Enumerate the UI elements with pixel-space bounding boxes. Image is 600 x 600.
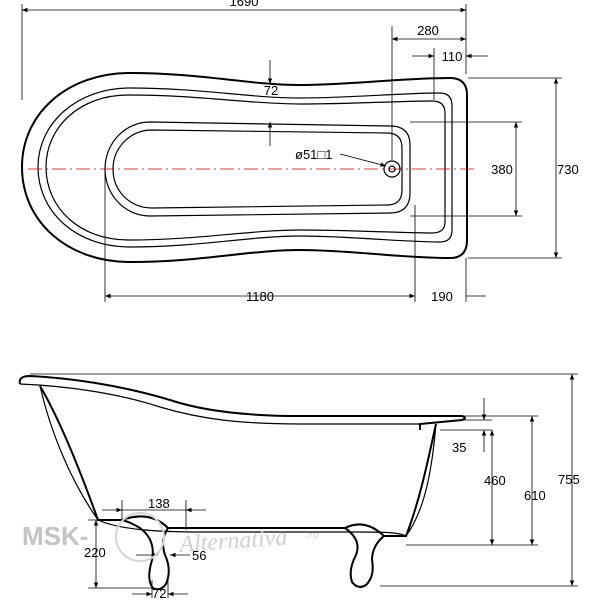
dim-inner-length: 1180 — [246, 289, 274, 304]
dim-overall-length: 1690 — [230, 0, 259, 9]
dim-overall-height: 755 — [558, 472, 580, 487]
basin-inner-outline — [112, 129, 403, 209]
drain-circle — [383, 160, 401, 178]
drain-inner-circle — [388, 165, 396, 173]
watermark-brand: MSK- — [22, 521, 88, 551]
rim-inner-outline — [37, 87, 453, 248]
dim-drain-offset: 280 — [417, 23, 439, 38]
watermark: MSK- Alternativa .ru — [22, 512, 319, 562]
dim-inner-depth: 460 — [484, 473, 506, 488]
dim-height-no-feet: 610 — [524, 488, 546, 503]
left-foot — [118, 515, 170, 591]
side-body — [39, 385, 437, 537]
rim-step-outline — [45, 94, 446, 241]
dim-rim-thickness: 35 — [452, 440, 466, 455]
dim-rim-end: 110 — [442, 49, 463, 64]
drain-label: ø51□1 — [295, 147, 332, 162]
watermark-script: Alternativa — [177, 525, 289, 559]
dim-foot-spacing: 138 — [148, 496, 170, 511]
outer-rim-outline — [20, 71, 468, 264]
right-foot — [343, 523, 386, 588]
side-view: 35 460 610 755 138 220 56 — [18, 373, 580, 600]
dim-foot-height: 220 — [84, 545, 106, 560]
watermark-suffix: .ru — [306, 529, 319, 541]
watermark-logo-icon — [115, 512, 165, 562]
dim-inner-width: 380 — [491, 162, 513, 177]
side-rim — [18, 374, 466, 430]
dim-foot-width: 56 — [192, 548, 206, 563]
dim-end-offset: 190 — [431, 289, 453, 304]
dim-overall-width: 730 — [557, 162, 579, 177]
dim-rim-width: 72 — [264, 83, 278, 98]
basin-outline — [104, 121, 411, 217]
dim-foot-base: 72 — [152, 586, 166, 600]
top-view: 1690 280 110 72 ø51□1 380 730 1180 — [20, 0, 579, 304]
